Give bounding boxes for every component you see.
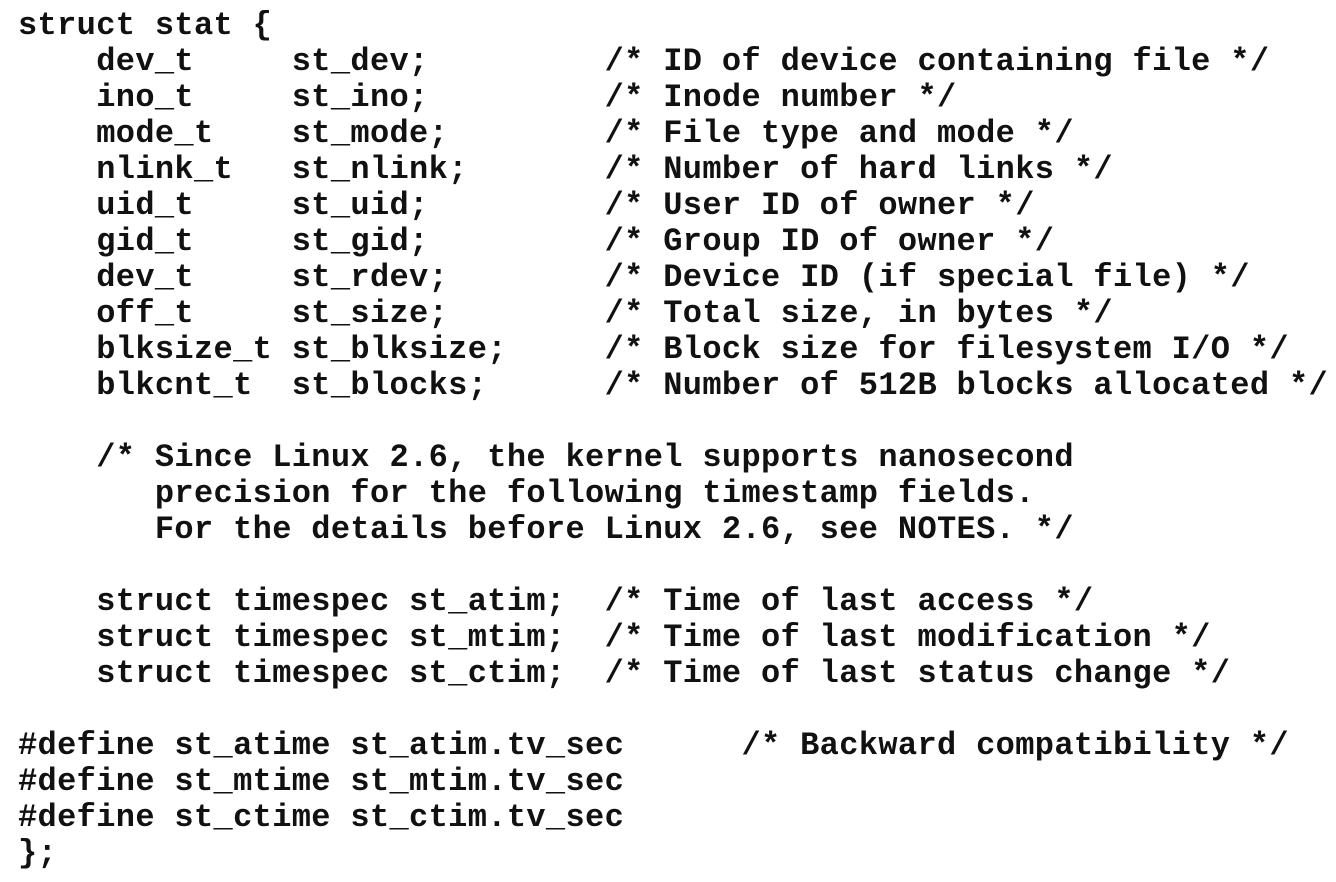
code-line-st-rdev: dev_t st_rdev; /* Device ID (if special … bbox=[18, 259, 1250, 296]
code-line-st-mode: mode_t st_mode; /* File type and mode */ bbox=[18, 115, 1074, 152]
struct-stat-code-block: struct stat { dev_t st_dev; /* ID of dev… bbox=[18, 8, 1328, 872]
code-line-blank-2 bbox=[18, 548, 1328, 584]
code-line-blank-3 bbox=[18, 692, 1328, 728]
code-line-comment-3: For the details before Linux 2.6, see NO… bbox=[18, 511, 1074, 548]
code-line-define-ctime: #define st_ctime st_ctim.tv_sec bbox=[18, 799, 625, 836]
code-line-define-mtime: #define st_mtime st_mtim.tv_sec bbox=[18, 763, 625, 800]
code-line-struct-close: }; bbox=[18, 835, 58, 872]
code-line-blank-1 bbox=[18, 404, 1328, 440]
code-line-comment-2: precision for the following timestamp fi… bbox=[18, 475, 1035, 512]
code-line-st-uid: uid_t st_uid; /* User ID of owner */ bbox=[18, 187, 1035, 224]
code-line-st-mtim: struct timespec st_mtim; /* Time of last… bbox=[18, 619, 1211, 656]
code-line-st-dev: dev_t st_dev; /* ID of device containing… bbox=[18, 43, 1270, 80]
code-line-st-size: off_t st_size; /* Total size, in bytes *… bbox=[18, 295, 1113, 332]
code-line-st-blksize: blksize_t st_blksize; /* Block size for … bbox=[18, 331, 1289, 368]
code-line-st-blocks: blkcnt_t st_blocks; /* Number of 512B bl… bbox=[18, 367, 1329, 404]
code-line-comment-1: /* Since Linux 2.6, the kernel supports … bbox=[18, 439, 1074, 476]
code-line-st-ctim: struct timespec st_ctim; /* Time of last… bbox=[18, 655, 1231, 692]
code-line-st-nlink: nlink_t st_nlink; /* Number of hard link… bbox=[18, 151, 1113, 188]
code-line-define-atime: #define st_atime st_atim.tv_sec /* Backw… bbox=[18, 727, 1289, 764]
code-line-struct-open: struct stat { bbox=[18, 7, 273, 44]
code-line-st-ino: ino_t st_ino; /* Inode number */ bbox=[18, 79, 957, 116]
code-line-st-gid: gid_t st_gid; /* Group ID of owner */ bbox=[18, 223, 1055, 260]
code-line-st-atim: struct timespec st_atim; /* Time of last… bbox=[18, 583, 1094, 620]
